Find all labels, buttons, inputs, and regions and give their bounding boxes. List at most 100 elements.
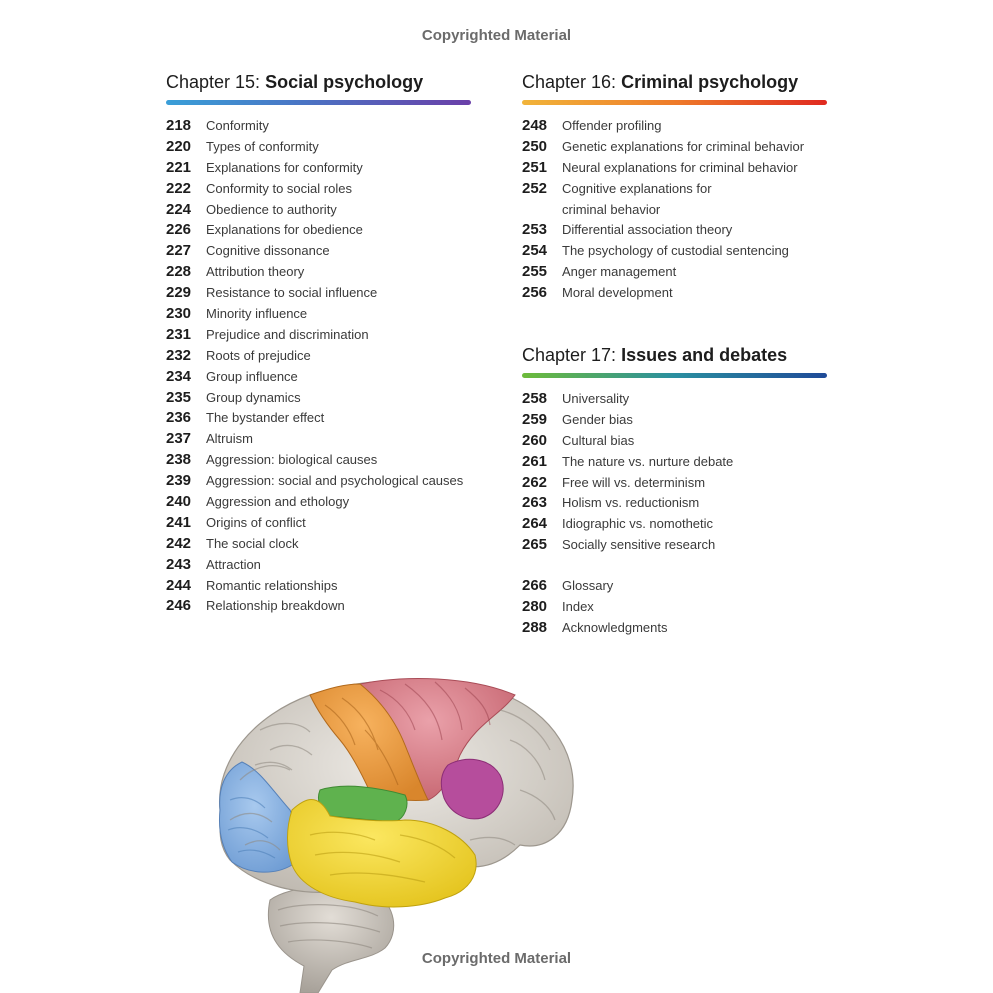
toc-entry-title: Group dynamics <box>206 389 301 405</box>
chapter-16-title: Criminal psychology <box>621 72 799 92</box>
toc-page-number: 221 <box>166 158 192 176</box>
toc-entry-title: Resistance to social influence <box>206 285 378 301</box>
toc-entry-title: Cultural bias <box>562 432 635 448</box>
toc-entry-title: Relationship breakdown <box>206 598 345 614</box>
toc-entry[interactable]: 221 Explanations for conformity <box>166 158 476 179</box>
toc-page-number: 229 <box>166 284 192 302</box>
magenta-region <box>440 758 504 820</box>
toc-entry[interactable]: 234 Group influence <box>166 367 476 388</box>
toc-page-number: 224 <box>166 200 192 218</box>
toc-entry[interactable]: 230 Minority influence <box>166 304 476 325</box>
orange-region <box>309 683 429 801</box>
toc-entry-title: The psychology of custodial sentencing <box>562 243 789 259</box>
toc-page-number: 232 <box>166 346 192 364</box>
toc-page-number: 280 <box>522 597 548 615</box>
toc-entry[interactable]: 238 Aggression: biological causes <box>166 450 476 471</box>
toc-entry[interactable]: 229 Resistance to social influence <box>166 283 476 304</box>
toc-entry-title: Minority influence <box>206 306 308 322</box>
toc-entry[interactable]: 239 Aggression: social and psychological … <box>166 471 476 492</box>
chapter-17-color-rule <box>522 373 827 378</box>
toc-page-number: 242 <box>166 534 192 552</box>
toc-entry[interactable]: 251 Neural explanations for criminal beha… <box>522 158 832 179</box>
toc-page-number: 251 <box>522 158 548 176</box>
toc-page-number: 261 <box>522 452 548 470</box>
toc-entry[interactable]: 254 The psychology of custodial sentencin… <box>522 241 832 262</box>
toc-entry-title: Anger management <box>562 264 677 280</box>
toc-page-number: 238 <box>166 451 192 469</box>
toc-page-number: 230 <box>166 305 192 323</box>
toc-page-number: 239 <box>166 472 192 490</box>
toc-entry-title: Conformity <box>206 118 269 133</box>
toc-entry-title: The bystander effect <box>206 410 325 426</box>
yellow-region <box>287 799 477 908</box>
toc-entry-title: Idiographic vs. nomothetic <box>562 516 714 532</box>
toc-page-number: 255 <box>522 263 548 281</box>
toc-entry-title: Neural explanations for criminal behavio… <box>562 159 798 175</box>
toc-page-number: 248 <box>522 117 548 134</box>
toc-entry-title: Universality <box>562 391 630 406</box>
toc-entry-title: Group influence <box>206 368 298 384</box>
toc-entry-title: Explanations for obedience <box>206 222 363 238</box>
toc-entry-title: Explanations for conformity <box>206 159 363 175</box>
toc-page-number: 234 <box>166 367 192 385</box>
toc-page-number: 259 <box>522 410 548 428</box>
toc-page-number: 253 <box>522 221 548 239</box>
toc-page-number: 220 <box>166 137 192 155</box>
toc-page-number: 231 <box>166 325 192 343</box>
toc-entry-title: Aggression: social and psychological cau… <box>206 473 464 489</box>
toc-entry-title: Aggression: biological causes <box>206 452 378 468</box>
toc-entry-title: Differential association theory <box>562 222 733 238</box>
toc-entry[interactable]: 255 Anger management <box>522 262 832 283</box>
toc-entry-title: Acknowledgments <box>562 619 668 635</box>
toc-entry-title: Glossary <box>562 578 614 593</box>
toc-page-number: 265 <box>522 536 548 554</box>
chapter-15-number: Chapter 15: <box>166 72 261 92</box>
copyright-notice-bottom: Copyrighted Material <box>421 950 572 967</box>
toc-page-number: 228 <box>166 263 192 281</box>
chapter-17-number: Chapter 17: <box>522 345 617 365</box>
toc-entry-continuation[interactable]: criminal behavior <box>522 200 832 221</box>
chapter-16-heading: Chapter 16: Criminal psychology <box>522 70 832 94</box>
toc-page-number: 254 <box>522 242 548 260</box>
toc-entry[interactable]: 253 Differential association theory <box>522 220 832 241</box>
toc-entry-title: Altruism <box>206 431 253 447</box>
